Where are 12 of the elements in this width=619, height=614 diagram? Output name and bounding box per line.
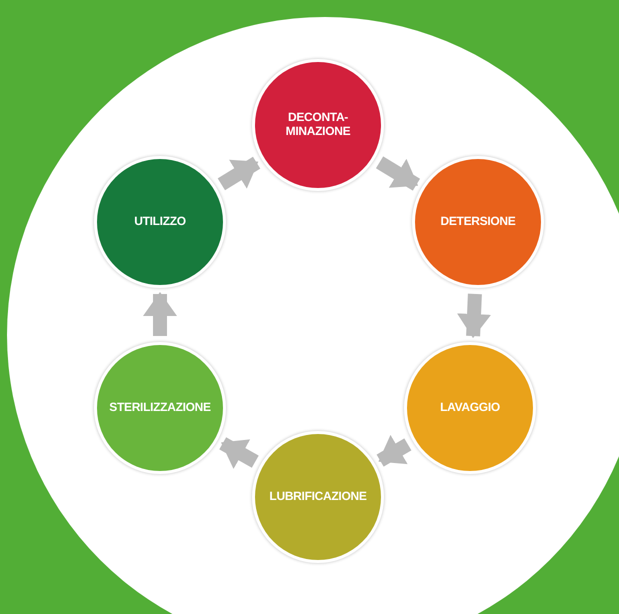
step-label: DETERSIONE: [440, 215, 516, 229]
arrow: [219, 437, 259, 469]
arrow: [457, 294, 492, 338]
arrow: [143, 292, 177, 336]
step-label: UTILIZZO: [134, 215, 186, 229]
step-label: LUBRIFICAZIONE: [269, 490, 367, 504]
arrow: [376, 156, 420, 191]
arrow: [376, 434, 412, 467]
arrow: [218, 156, 260, 190]
step-label: DECONTA-MINAZIONE: [284, 111, 352, 139]
step-label: LAVAGGIO: [440, 401, 500, 415]
step-label: STERILIZZAZIONE: [109, 401, 211, 415]
